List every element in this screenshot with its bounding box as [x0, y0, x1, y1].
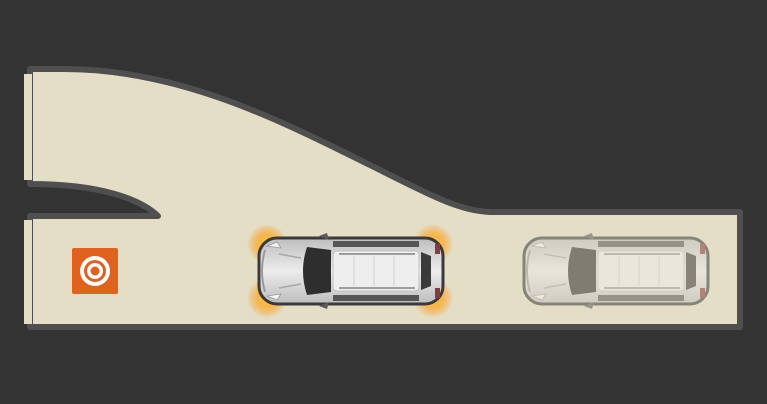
suv-active-icon [247, 224, 453, 318]
target-rings [80, 256, 110, 286]
road-exit-lower [24, 220, 32, 324]
target-icon[interactable] [72, 248, 118, 294]
road-exit-upper [24, 74, 32, 180]
suv-ghost-icon [522, 231, 710, 311]
